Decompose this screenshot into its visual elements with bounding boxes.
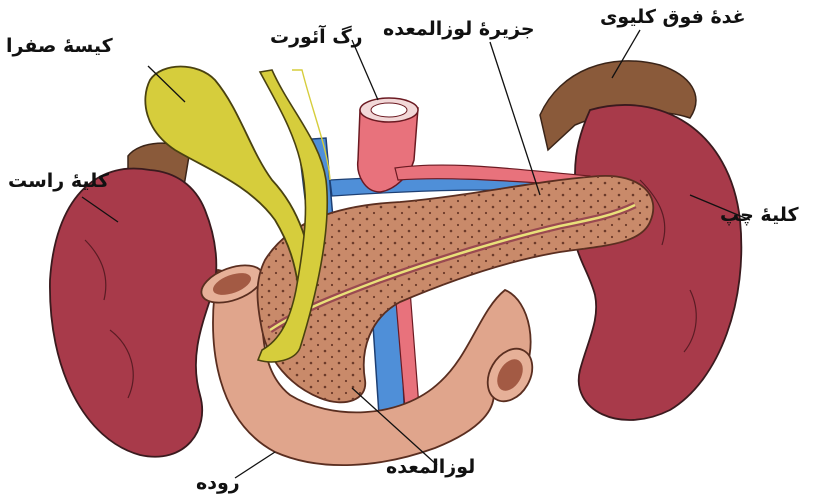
pancreas-label: لوزالمعده — [386, 458, 475, 477]
left-kidney — [574, 105, 741, 420]
adrenal-gland-label: غدهٔ فوق کلیوی — [600, 8, 746, 27]
gallbladder-label: کیسهٔ صفرا — [6, 37, 113, 56]
pancreatic-islet-label: جزیرهٔ لوزالمعده — [383, 20, 535, 39]
right-kidney-label: کلیهٔ راست — [8, 172, 109, 191]
aorta-label: رگ آئورت — [270, 28, 363, 47]
intestine-label: روده — [196, 474, 240, 493]
right-kidney — [50, 168, 216, 456]
left-kidney-label: کلیهٔ چپ — [720, 206, 799, 225]
